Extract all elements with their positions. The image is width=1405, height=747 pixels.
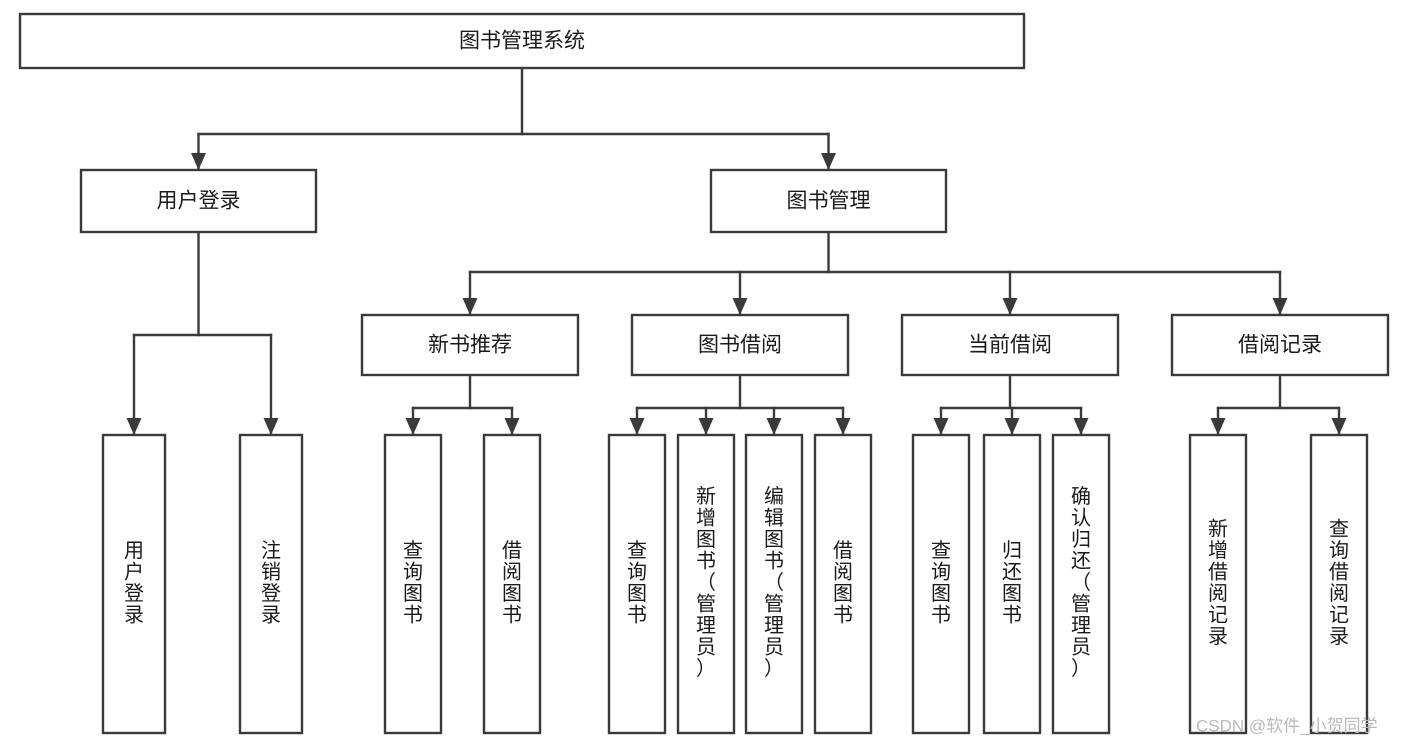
arrow-head-icon (405, 418, 421, 435)
node-label: 借阅图书 (502, 539, 522, 627)
node-label: 用户登录 (124, 540, 144, 627)
node-leaf-查询图书[interactable]: 查询图书 (607, 433, 667, 735)
node-root-图书管理系统[interactable]: 图书管理系统 (18, 12, 1026, 70)
node-label: 图书管理 (787, 190, 871, 213)
node-level3-借阅记录[interactable]: 借阅记录 (1170, 313, 1390, 377)
node-label: 注销登录 (261, 539, 281, 627)
node-rect (360, 313, 580, 377)
arrow-head-icon (126, 418, 142, 435)
node-rect (900, 313, 1120, 377)
node-level3-当前借阅[interactable]: 当前借阅 (900, 313, 1120, 377)
arrow-head-icon (1210, 418, 1226, 435)
connectors-layer (126, 66, 1347, 437)
node-leaf-归还图书[interactable]: 归还图书 (982, 433, 1042, 735)
node-rect (1170, 313, 1390, 377)
node-label: 当前借阅 (968, 334, 1052, 357)
node-rect (18, 12, 1026, 70)
node-label: 用户登录 (157, 190, 241, 213)
arrow-head-icon (629, 418, 645, 435)
node-label: 查询图书 (931, 539, 951, 627)
node-leaf-注销登录[interactable]: 注销登录 (238, 433, 304, 735)
arrow-head-icon (766, 418, 782, 435)
node-leaf-新增图书（管理员）[interactable]: 新增图书（管理员） (676, 433, 736, 735)
node-leaf-查询图书[interactable]: 查询图书 (911, 433, 971, 735)
node-level3-图书借阅[interactable]: 图书借阅 (630, 313, 850, 377)
arrow-head-icon (1073, 418, 1089, 435)
node-label: 借阅记录 (1238, 334, 1322, 357)
node-rect (383, 433, 443, 735)
node-label: 归还图书 (1002, 539, 1022, 627)
node-leaf-查询借阅记录[interactable]: 查询借阅记录 (1309, 433, 1369, 735)
node-rect (238, 433, 304, 735)
node-rect (911, 433, 971, 735)
node-rect (1188, 433, 1248, 735)
node-rect (744, 433, 804, 735)
csdn-watermark: CSDN @软件_小贺同学 (1196, 716, 1378, 735)
arrow-head-icon (263, 418, 279, 435)
node-rect (607, 433, 667, 735)
node-leaf-借阅图书[interactable]: 借阅图书 (482, 433, 542, 735)
node-label: 新增借阅记录 (1208, 518, 1228, 649)
arrow-head-icon (504, 418, 520, 435)
node-rect (79, 168, 318, 234)
node-rect (101, 433, 167, 735)
node-label: 图书管理系统 (459, 30, 585, 53)
node-rect (982, 433, 1042, 735)
node-rect (482, 433, 542, 735)
node-rect (813, 433, 873, 735)
node-label: 查询借阅记录 (1329, 518, 1349, 649)
node-rect (630, 313, 850, 377)
arrow-head-icon (1272, 298, 1288, 315)
node-label: 编辑图书（管理员） (764, 485, 784, 680)
node-level2-用户登录[interactable]: 用户登录 (79, 168, 318, 234)
arrow-head-icon (698, 418, 714, 435)
arrow-head-icon (821, 153, 836, 170)
arrow-head-icon (933, 418, 949, 435)
arrow-head-icon (1004, 418, 1020, 435)
node-rect (676, 433, 736, 735)
arrow-head-icon (835, 418, 851, 435)
arrow-head-icon (732, 298, 748, 315)
node-leaf-确认归还（管理员）[interactable]: 确认归还（管理员） (1051, 433, 1111, 735)
arrow-head-icon (1331, 418, 1347, 435)
nodes-layer: 图书管理系统用户登录图书管理新书推荐图书借阅当前借阅借阅记录用户登录注销登录查询… (18, 12, 1390, 735)
node-level2-图书管理[interactable]: 图书管理 (709, 168, 948, 234)
node-label: 新书推荐 (428, 334, 512, 357)
node-rect (1309, 433, 1369, 735)
arrow-head-icon (462, 298, 478, 315)
node-label: 查询图书 (627, 539, 647, 627)
node-leaf-编辑图书（管理员）[interactable]: 编辑图书（管理员） (744, 433, 804, 735)
node-label: 借阅图书 (833, 539, 853, 627)
node-label: 查询图书 (403, 539, 423, 627)
node-leaf-查询图书[interactable]: 查询图书 (383, 433, 443, 735)
node-rect (709, 168, 948, 234)
arrow-head-icon (1002, 298, 1018, 315)
node-rect (1051, 433, 1111, 735)
node-leaf-借阅图书[interactable]: 借阅图书 (813, 433, 873, 735)
node-leaf-新增借阅记录[interactable]: 新增借阅记录 (1188, 433, 1248, 735)
node-label: 图书借阅 (698, 334, 782, 357)
node-level3-新书推荐[interactable]: 新书推荐 (360, 313, 580, 377)
node-label: 新增图书（管理员） (696, 485, 716, 680)
arrow-head-icon (191, 153, 206, 170)
node-leaf-用户登录[interactable]: 用户登录 (101, 433, 167, 735)
node-label: 确认归还（管理员） (1071, 485, 1091, 680)
